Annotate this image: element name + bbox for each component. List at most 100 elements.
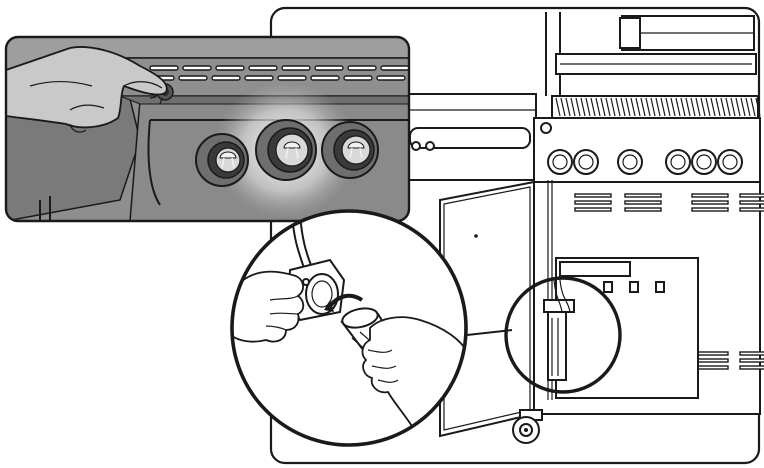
counter-clockwise-arrow-icon (324, 293, 364, 312)
vent-slot (574, 200, 612, 205)
vent-slot (739, 365, 764, 370)
vent-slot (244, 75, 274, 81)
grate-bar (655, 97, 661, 117)
grate-bar (580, 97, 586, 117)
door-handle-icon (474, 234, 478, 238)
grate-bar (675, 97, 681, 117)
grate-bar (695, 97, 701, 117)
vent-slot (691, 193, 729, 198)
grate-bar (560, 97, 566, 117)
hand-pressing-ignition-button-icon (6, 46, 168, 133)
grate-bar (685, 97, 691, 117)
vent-slot (281, 65, 311, 71)
clip-icon (655, 281, 665, 293)
grate-bar (710, 97, 716, 117)
grate-bar (660, 97, 666, 117)
grate-bar (705, 97, 711, 117)
burner-knob-icon (665, 149, 691, 175)
clip-icon (603, 281, 613, 293)
grate-bar (650, 97, 656, 117)
vent-slot (248, 65, 278, 71)
grate-bar (725, 97, 731, 117)
vent-slot (739, 200, 764, 205)
grate-bar (720, 97, 726, 117)
grate-bar (690, 97, 696, 117)
vent-slot (691, 207, 729, 212)
grate-bar (700, 97, 706, 117)
grate-bar (715, 97, 721, 117)
grate-bar (575, 97, 581, 117)
burner-knob-icon (547, 149, 573, 175)
grate-bar (635, 97, 641, 117)
vent-slot (314, 65, 344, 71)
clip-icon (629, 281, 639, 293)
grate-bar (645, 97, 651, 117)
burner-knob-icon (617, 149, 643, 175)
grate-bar (585, 97, 591, 117)
grate-bar (570, 97, 576, 117)
burner-knob-icon (195, 133, 249, 187)
grate-bar (735, 97, 741, 117)
grate-bar (680, 97, 686, 117)
vent-slot (624, 200, 662, 205)
grill-lid (545, 12, 757, 96)
shelf-bolt-icon (411, 141, 421, 151)
ignition-button-icon (540, 122, 552, 134)
grate-bar (555, 97, 561, 117)
grate-bar (595, 97, 601, 117)
vent-slot (310, 75, 340, 81)
vent-slot (739, 207, 764, 212)
burner-knob-icon (321, 121, 379, 179)
shelf-bolt-icon (425, 141, 435, 151)
vent-slot (343, 75, 373, 81)
vent-slot (149, 65, 179, 71)
vent-slot (211, 75, 241, 81)
grate-bar (755, 97, 761, 117)
vent-slot (739, 358, 764, 363)
burner-knob-icon (573, 149, 599, 175)
battery-holder-callout (457, 276, 622, 394)
grate-bar (665, 97, 671, 117)
vent-slot (624, 193, 662, 198)
grill-body (407, 12, 764, 444)
left-hand-icon (232, 270, 305, 343)
kettle-grill-logo-icon (219, 151, 237, 169)
grate-bar (565, 97, 571, 117)
grate-bar (630, 97, 636, 117)
grate-bar (750, 97, 756, 117)
burner-knob-icon (255, 119, 317, 181)
vent-slot (277, 75, 307, 81)
burner-knob-icon (717, 149, 743, 175)
grate-bar (610, 97, 616, 117)
grate-bar (620, 97, 626, 117)
vent-slot (182, 65, 212, 71)
grate-bar (730, 97, 736, 117)
kettle-grill-logo-icon (283, 141, 301, 159)
vent-slot (178, 75, 208, 81)
grate-bar (605, 97, 611, 117)
vent-slot (347, 65, 377, 71)
side-shelf (407, 93, 537, 181)
vent-slot (376, 75, 406, 81)
control-panel (533, 117, 761, 183)
vent-slot (380, 65, 409, 71)
vent-slot (691, 200, 729, 205)
kettle-grill-logo-icon (347, 141, 365, 159)
cooking-grate (551, 95, 761, 119)
rotisserie-motor-icon (619, 17, 641, 49)
grate-bar (625, 97, 631, 117)
vent-slot (624, 207, 662, 212)
cabinet (533, 180, 764, 415)
caster-wheel (512, 409, 543, 444)
grate-bar (745, 97, 751, 117)
grate-bar (640, 97, 646, 117)
grate-bar (670, 97, 676, 117)
battery-holder-icon (543, 279, 575, 381)
grate-bar (615, 97, 621, 117)
grate-bar (590, 97, 596, 117)
grate-bar (740, 97, 746, 117)
ignition-inset (4, 35, 411, 223)
battery-replacement-inset (230, 209, 468, 447)
vent-slot (574, 207, 612, 212)
